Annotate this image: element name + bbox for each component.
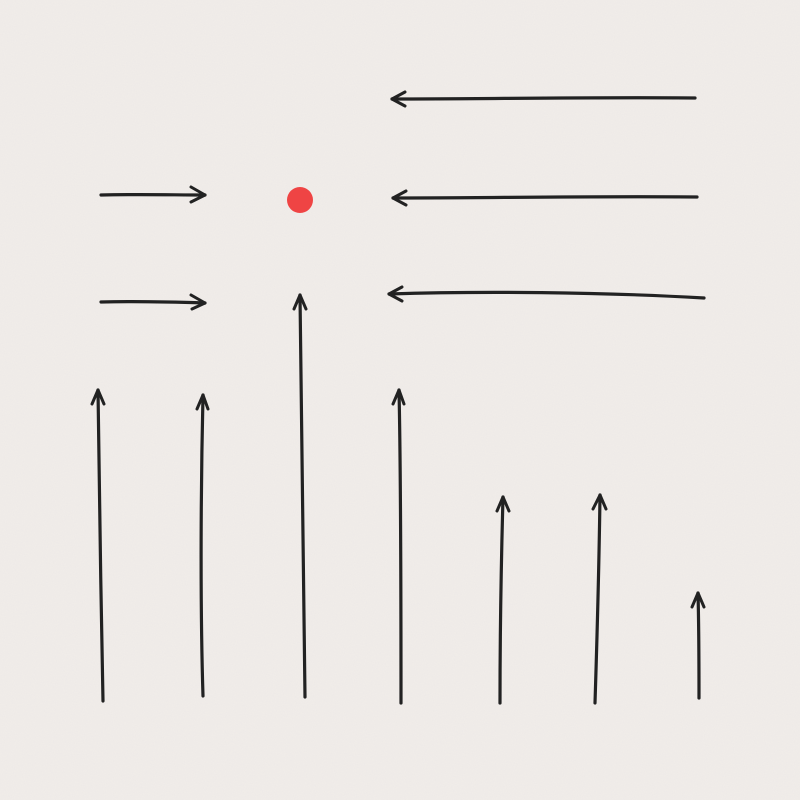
arrow-up-2: [195, 393, 210, 698]
target-dot: [287, 187, 313, 213]
arrow-right-bottom: [99, 293, 207, 311]
arrow-left-top: [390, 90, 697, 108]
arrow-up-4: [391, 388, 406, 705]
arrow-left-bottom: [387, 285, 706, 303]
arrow-up-3: [292, 293, 308, 699]
arrow-up-6: [591, 493, 608, 705]
arrow-up-1: [90, 388, 106, 703]
arrow-left-middle: [391, 189, 699, 207]
arrow-right-top: [99, 185, 207, 204]
arrow-up-5: [495, 495, 511, 705]
arrow-up-7: [690, 591, 706, 700]
